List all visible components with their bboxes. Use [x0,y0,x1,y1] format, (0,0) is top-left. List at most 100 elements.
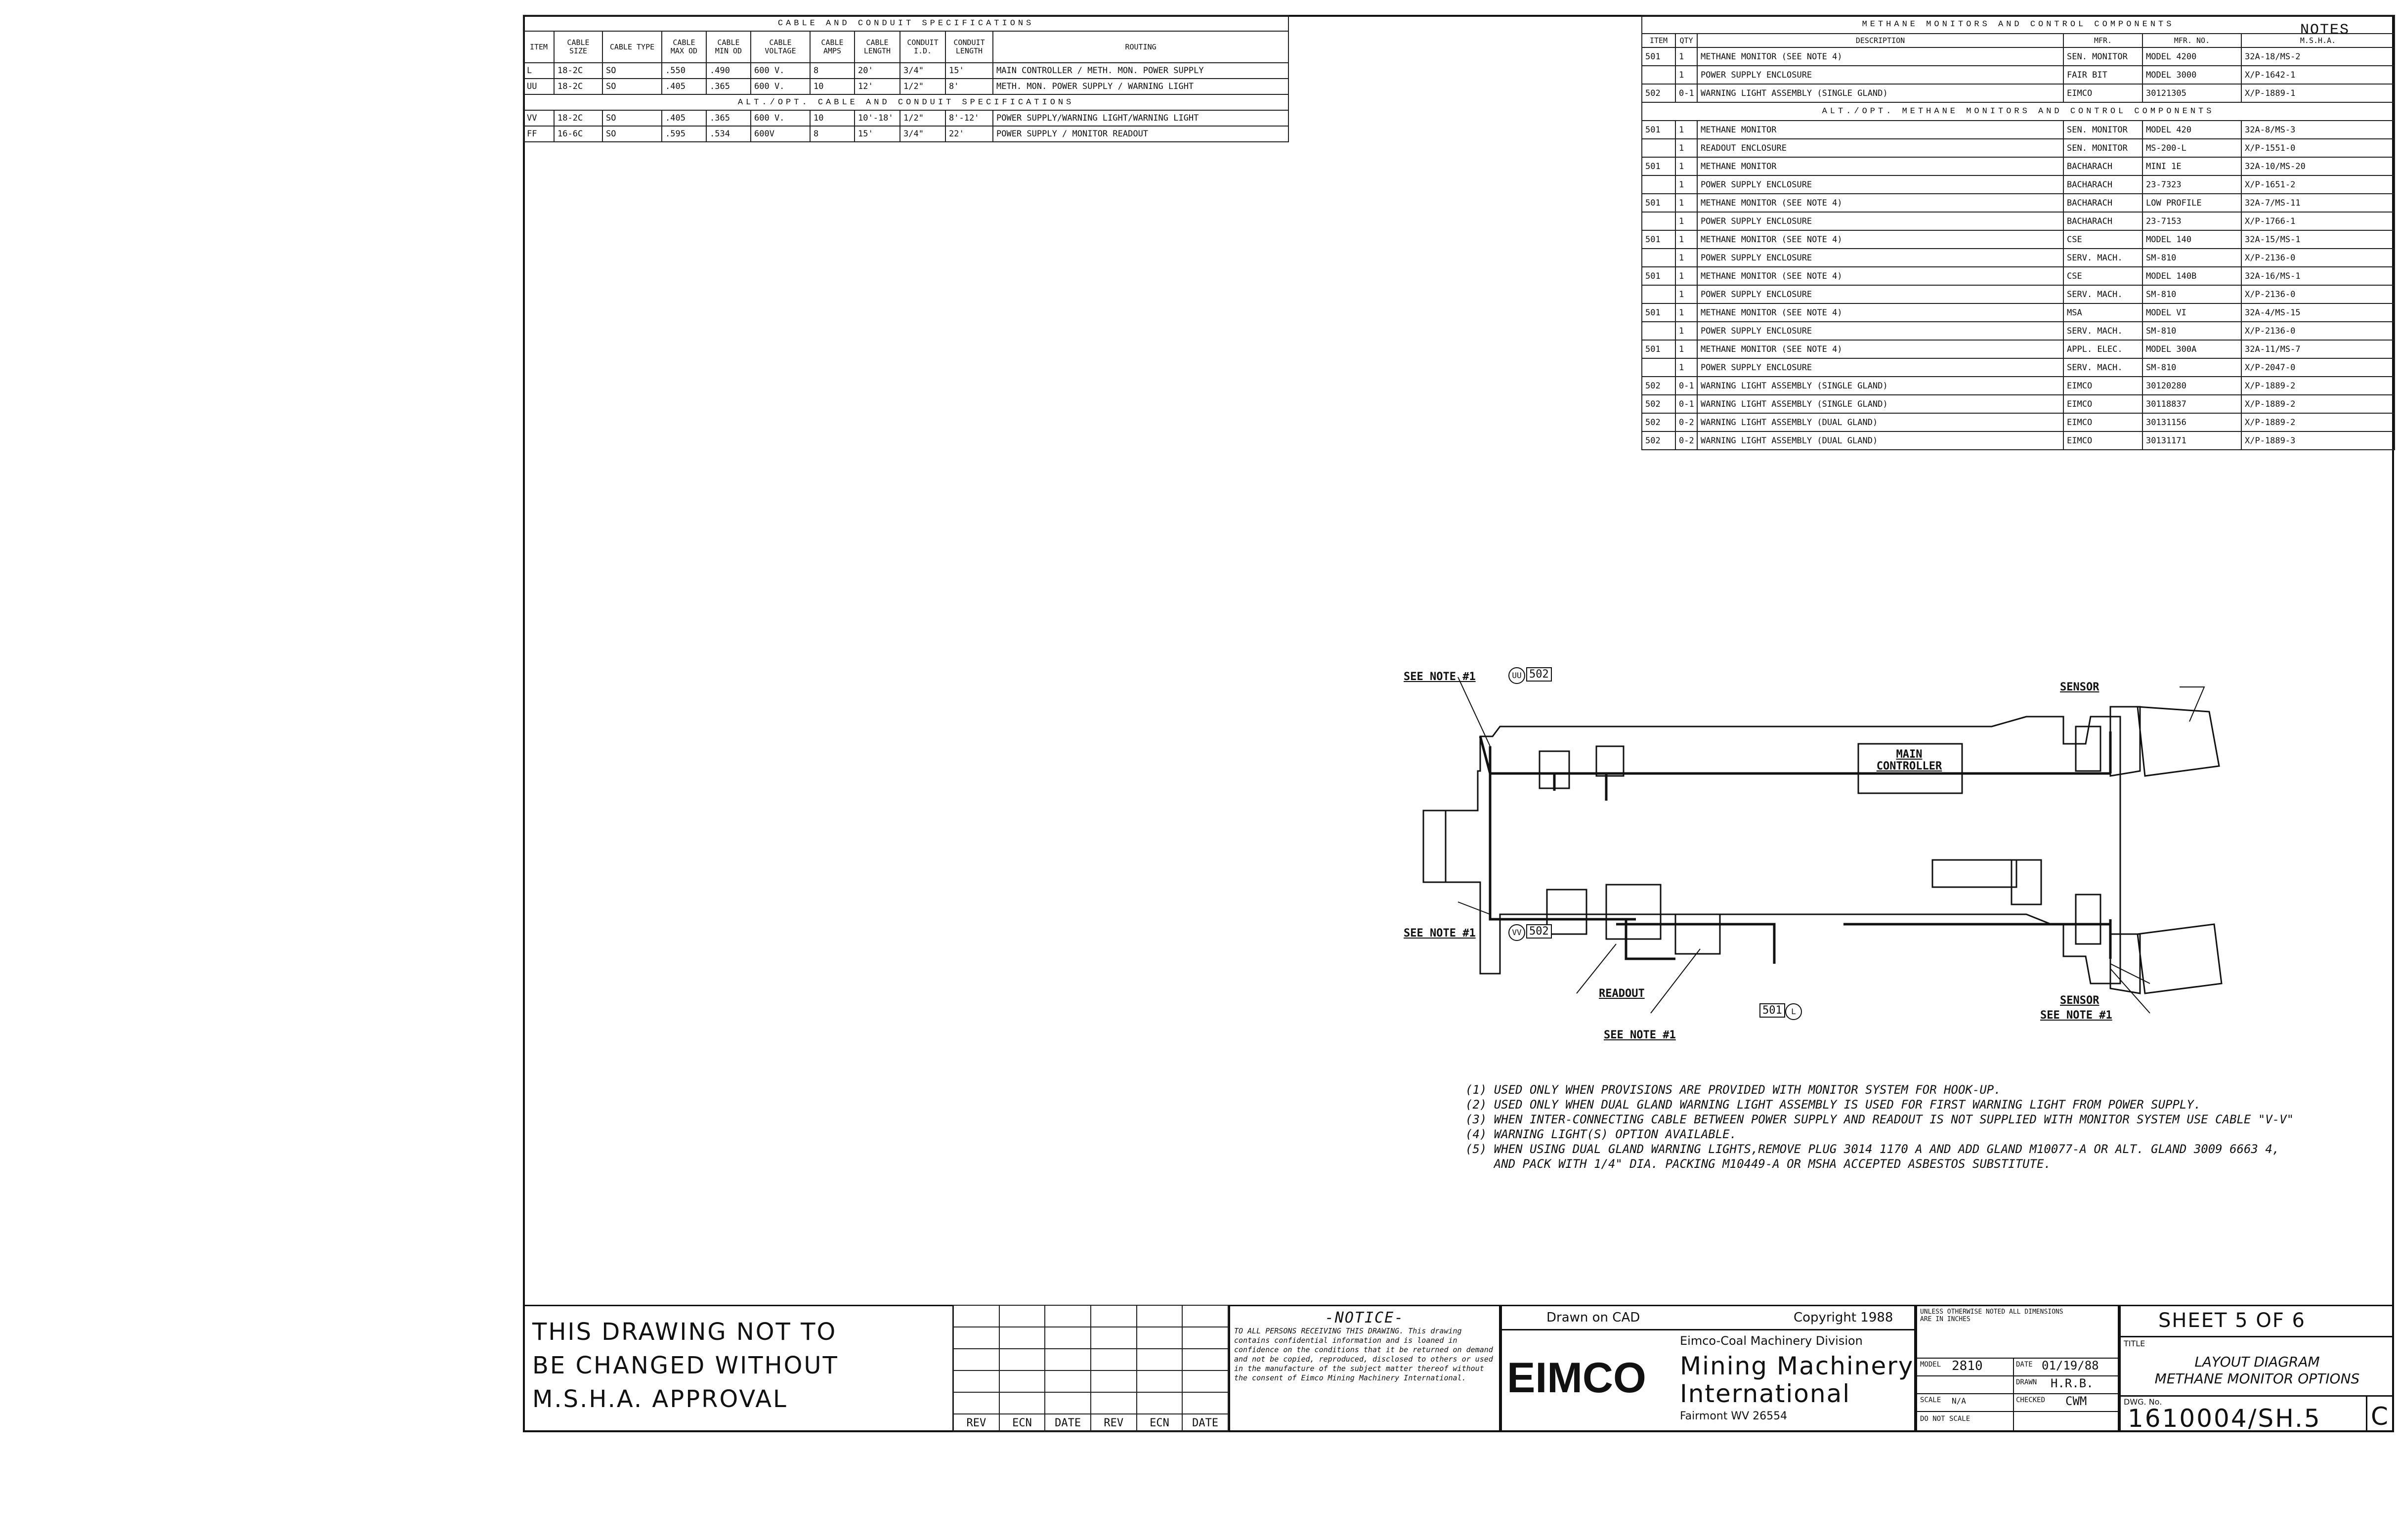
alt-methane-row-cell: 502 [1641,376,1676,395]
tyre-bottom-left [2109,933,2141,994]
alt-methane-row-cell: MODEL 140 [2142,230,2242,249]
alt-methane-row-cell [1641,248,1676,267]
boom-left [1422,810,1446,883]
sheet-info-block: SHEET 5 OF 6 TITLE LAYOUT DIAGRAM METHAN… [2119,1305,2394,1433]
component-d [2075,894,2101,945]
cable-row-cell: 8 [810,62,855,79]
methane-header-cell: M.S.H.A. [2240,33,2396,48]
enclosure-right [1595,745,1625,777]
cable-header-cell: ITEM [523,31,555,63]
alt-cable-spec-title: ALT./OPT. CABLE AND CONDUIT SPECIFICATIO… [522,94,1289,111]
methane-row-cell: MODEL 4200 [2142,47,2242,66]
revision-letter: C [2371,1402,2388,1431]
methane-components-table: METHANE MONITORS AND CONTROL COMPONENTS … [1641,15,2396,450]
alt-methane-row-cell: X/P-1889-2 [2240,394,2396,414]
alt-cable-row-cell: 22' [945,126,993,142]
cable-header-cell: CABLE SIZE [554,31,603,63]
methane-row-cell: X/P-1889-1 [2240,84,2396,103]
alt-methane-row-cell: SERV. MACH. [2063,321,2143,341]
alt-methane-row-cell: 30131156 [2142,413,2242,432]
alt-methane-row-cell: MINI 1E [2142,157,2242,176]
cable-row-cell: MAIN CONTROLLER / METH. MON. POWER SUPPL… [992,62,1289,79]
alt-methane-row-cell: READOUT ENCLOSURE [1697,138,2064,158]
cable-row-cell: .405 [661,78,707,95]
sensor-label-bottom: SENSOR [2060,994,2099,1007]
alt-methane-row-cell: 501 [1641,303,1676,322]
cable-row-cell: L [523,62,555,79]
title-line-1: LAYOUT DIAGRAM [2194,1354,2320,1370]
methane-header-cell: MFR. NO. [2142,33,2242,48]
alt-methane-row-cell: LOW PROFILE [2142,193,2242,213]
alt-cable-row-cell: 1/2" [899,110,946,127]
note-item: (5) WHEN USING DUAL GLAND WARNING LIGHTS… [1465,1142,2280,1156]
alt-cable-row-cell: POWER SUPPLY / MONITOR READOUT [992,126,1289,142]
model-label: MODEL [1920,1361,1941,1369]
cable-row-cell: 600 V. [750,78,811,95]
alt-methane-row-cell: 502 [1641,394,1676,414]
cable-row-cell: .550 [661,62,707,79]
cable-spec-title: CABLE AND CONDUIT SPECIFICATIONS [522,15,1289,32]
alt-cable-row-cell: POWER SUPPLY/WARNING LIGHT/WARNING LIGHT [992,110,1289,127]
alt-methane-row-cell: METHANE MONITOR [1697,157,2064,176]
cable-row-cell: METH. MON. POWER SUPPLY / WARNING LIGHT [992,78,1289,95]
methane-row-cell: METHANE MONITOR (SEE NOTE 4) [1697,47,2064,66]
cable-header-cell: CABLE TYPE [602,31,662,63]
tolerance-note: UNLESS OTHERWISE NOTED ALL DIMENSIONS AR… [1920,1308,2063,1323]
alt-methane-row-cell: WARNING LIGHT ASSEMBLY (SINGLE GLAND) [1697,394,2064,414]
tag-502-mid: 502 [1526,924,1552,939]
methane-row-cell: POWER SUPPLY ENCLOSURE [1697,65,2064,85]
methane-row-cell: 501 [1641,47,1676,66]
readout-label: READOUT [1599,987,1645,1000]
methane-header-cell: QTY [1675,33,1698,48]
tag-502-top: 502 [1526,667,1552,682]
controller-box [1857,743,1963,794]
alt-methane-row-cell: METHANE MONITOR (SEE NOTE 4) [1697,266,2064,286]
alt-methane-row-cell: SERV. MACH. [2063,358,2143,377]
alt-methane-row-cell: 1 [1675,230,1698,249]
drawing-number: 1610004/SH.5 [2128,1404,2321,1433]
msha-line-1: THIS DRAWING NOT TO [532,1318,837,1346]
date-label: DATE [2016,1361,2033,1369]
alt-cable-row-cell: .405 [661,110,707,127]
alt-methane-row-cell: APPL. ELEC. [2063,340,2143,359]
alt-methane-row-cell: BACHARACH [2063,193,2143,213]
alt-methane-row-cell: X/P-1551-0 [2240,138,2396,158]
note-item: (2) USED ONLY WHEN DUAL GLAND WARNING LI… [1465,1098,2201,1112]
title-label: TITLE [2124,1339,2145,1348]
cable-header-cell: CABLE VOLTAGE [750,31,811,63]
alt-methane-row-cell: CSE [2063,266,2143,286]
alt-methane-row-cell [1641,175,1676,194]
msha-line-2: BE CHANGED WITHOUT [532,1352,839,1379]
cable-run-main [1479,731,2112,960]
methane-row-cell: EIMCO [2063,84,2143,103]
alt-methane-row-cell: 32A-16/MS-1 [2240,266,2396,286]
alt-methane-row-cell [1641,285,1676,304]
methane-row-cell: 1 [1675,47,1698,66]
alt-methane-row-cell: 0-2 [1675,413,1698,432]
alt-cable-row-cell: 8'-12' [945,110,993,127]
alt-methane-row-cell: SM-810 [2142,248,2242,267]
alt-methane-row-cell: METHANE MONITOR (SEE NOTE 4) [1697,340,2064,359]
cable-row-cell: 600 V. [750,62,811,79]
methane-row-cell [1641,65,1676,85]
cable-row-cell: 18-2C [554,78,603,95]
alt-cable-row-cell: 600 V. [750,110,811,127]
msha-line-3: M.S.H.A. APPROVAL [532,1385,788,1413]
alt-methane-row-cell: WARNING LIGHT ASSEMBLY (DUAL GLAND) [1697,431,2064,450]
alt-methane-title: ALT./OPT. METHANE MONITORS AND CONTROL C… [1641,102,2396,121]
alt-methane-row-cell: 32A-7/MS-11 [2240,193,2396,213]
alt-methane-row-cell: 1 [1675,340,1698,359]
revision-header-cell: DATE [1182,1413,1229,1432]
alt-cable-row-cell: .534 [706,126,751,142]
